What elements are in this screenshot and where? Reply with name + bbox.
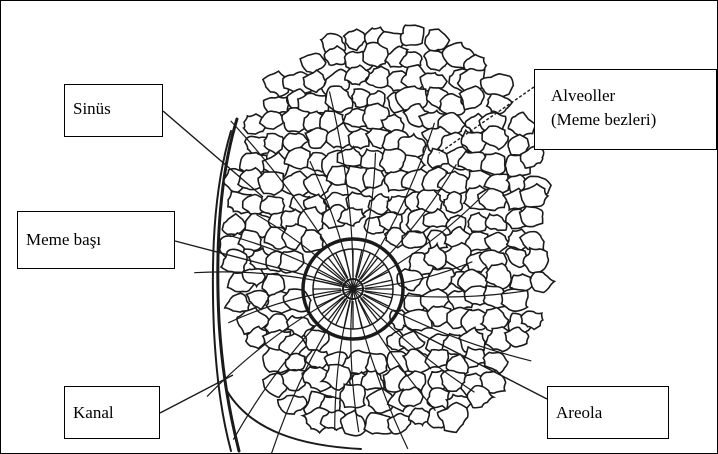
gland-lobule (444, 243, 471, 271)
gland-lobule (325, 86, 353, 112)
gland-lobule (508, 112, 536, 137)
areola-group (303, 239, 403, 339)
label-sinus-text: Sinüs (73, 97, 154, 121)
gland-lobule (485, 214, 506, 230)
label-sinus: Sinüs (64, 84, 163, 137)
label-duct-text: Kanal (73, 401, 151, 425)
gland-lobule (465, 347, 486, 368)
gland-lobule (523, 248, 548, 273)
label-alveoli-line2: (Meme bezleri) (551, 108, 708, 132)
label-alveoli-line1: Alveoller (551, 84, 708, 108)
nipple-center (350, 286, 356, 292)
label-duct: Kanal (64, 386, 160, 439)
gland-lobule (402, 232, 426, 249)
gland-lobule (300, 53, 326, 74)
gland-lobule (258, 172, 286, 195)
gland-lobule (444, 192, 463, 213)
label-areola-text: Areola (556, 401, 660, 425)
label-areola: Areola (547, 386, 669, 439)
gland-lobule (301, 230, 324, 252)
gland-lobule (225, 293, 250, 312)
gland-lobule (482, 126, 508, 150)
label-nipple-text: Meme başı (26, 228, 166, 252)
gland-lobule (401, 25, 424, 45)
label-alveoli: Alveoller (Meme bezleri) (534, 69, 717, 150)
gland-lobule (530, 272, 554, 293)
label-nipple: Meme başı (17, 211, 175, 269)
gland-lobule (260, 111, 284, 129)
gland-lobule (520, 206, 543, 226)
gland-lobule (486, 263, 512, 289)
gland-lobes (220, 25, 555, 436)
gland-lobule (399, 387, 423, 406)
